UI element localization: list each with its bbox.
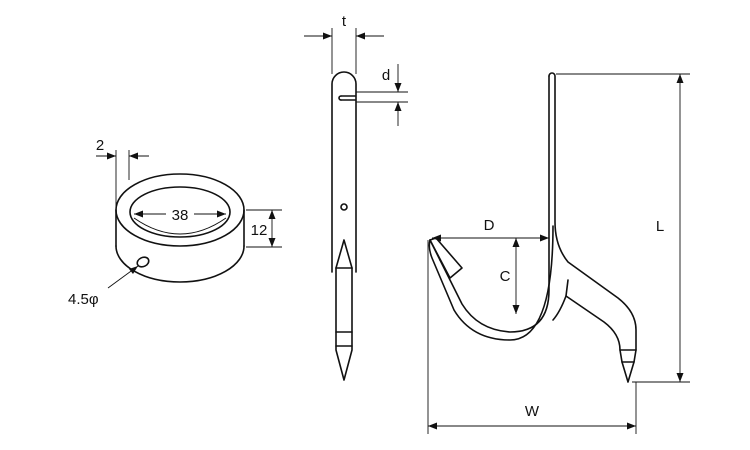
- hook-bend-inner: [428, 225, 554, 341]
- hook-shank-outer: [548, 72, 637, 351]
- hook-spike-point: [621, 361, 635, 383]
- hook-c-label: C: [500, 268, 511, 285]
- hook-w-label: W: [525, 403, 540, 420]
- side-tip-body: [335, 267, 353, 333]
- hook-rear-joint: [552, 295, 567, 321]
- ring-screw-hole: [136, 256, 150, 268]
- ring-view: 38 2 12 4.5φ: [68, 137, 282, 308]
- ring-wall-label: 2: [96, 137, 104, 154]
- side-d-label: d: [382, 67, 390, 84]
- side-bar-outline: [331, 71, 357, 273]
- hook-d-label: D: [484, 217, 495, 234]
- hook-bend-outer: [439, 75, 550, 333]
- ring-inner-edge: [129, 186, 231, 238]
- hook-tip-point: [429, 237, 463, 279]
- ring-bottom-edge: [115, 245, 245, 283]
- side-view: t d: [304, 13, 408, 381]
- side-tip-point: [335, 331, 353, 381]
- side-t-label: t: [342, 13, 347, 30]
- ring-inner-dim-label: 38: [172, 207, 189, 224]
- side-mid-hole: [340, 203, 348, 211]
- ring-height-label: 12: [251, 222, 268, 239]
- hook-view: L W D C: [427, 72, 690, 434]
- side-spike-upper: [335, 239, 353, 269]
- hook-l-label: L: [656, 218, 664, 235]
- side-slot-end: [338, 95, 342, 101]
- hook-spike-band: [619, 349, 637, 363]
- hook-rear-inner: [565, 279, 621, 351]
- ring-hole-label: 4.5φ: [68, 291, 99, 308]
- ring-inner-wall: [133, 217, 227, 235]
